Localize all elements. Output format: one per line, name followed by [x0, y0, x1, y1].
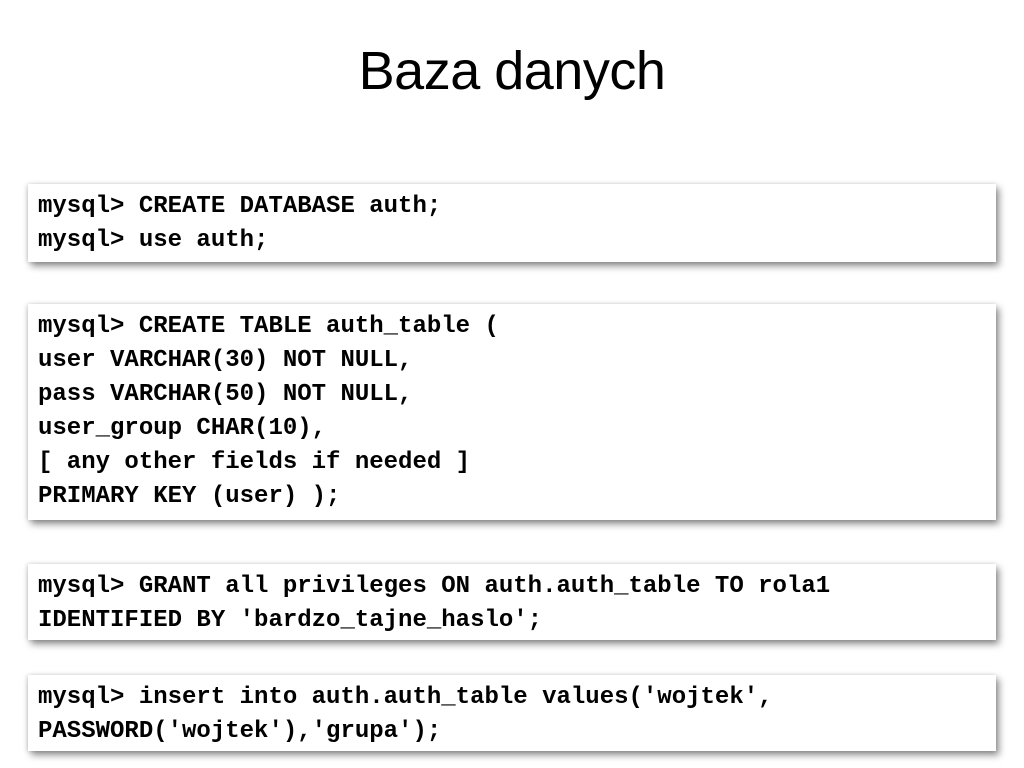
code-block-create-table: mysql> CREATE TABLE auth_table ( user VA…: [28, 304, 996, 520]
code-line: mysql> CREATE TABLE auth_table (: [38, 313, 499, 340]
code-line: mysql> insert into auth.auth_table value…: [38, 684, 773, 711]
code-block-create-database: mysql> CREATE DATABASE auth; mysql> use …: [28, 184, 996, 262]
code-line: pass VARCHAR(50) NOT NULL,: [38, 381, 413, 408]
code-line: mysql> GRANT all privileges ON auth.auth…: [38, 573, 831, 600]
code-line: PRIMARY KEY (user) );: [38, 483, 341, 510]
code-line: [ any other fields if needed ]: [38, 449, 471, 476]
code-line: mysql> CREATE DATABASE auth;: [38, 193, 442, 220]
slide-title: Baza danych: [358, 41, 666, 101]
code-line: user VARCHAR(30) NOT NULL,: [38, 347, 413, 374]
code-line: IDENTIFIED BY 'bardzo_tajne_haslo';: [38, 607, 543, 634]
code-line: user_group CHAR(10),: [38, 415, 327, 442]
code-block-grant: mysql> GRANT all privileges ON auth.auth…: [28, 564, 996, 640]
code-line: PASSWORD('wojtek'),'grupa');: [38, 718, 442, 745]
code-block-insert: mysql> insert into auth.auth_table value…: [28, 675, 996, 751]
code-line: mysql> use auth;: [38, 227, 269, 254]
